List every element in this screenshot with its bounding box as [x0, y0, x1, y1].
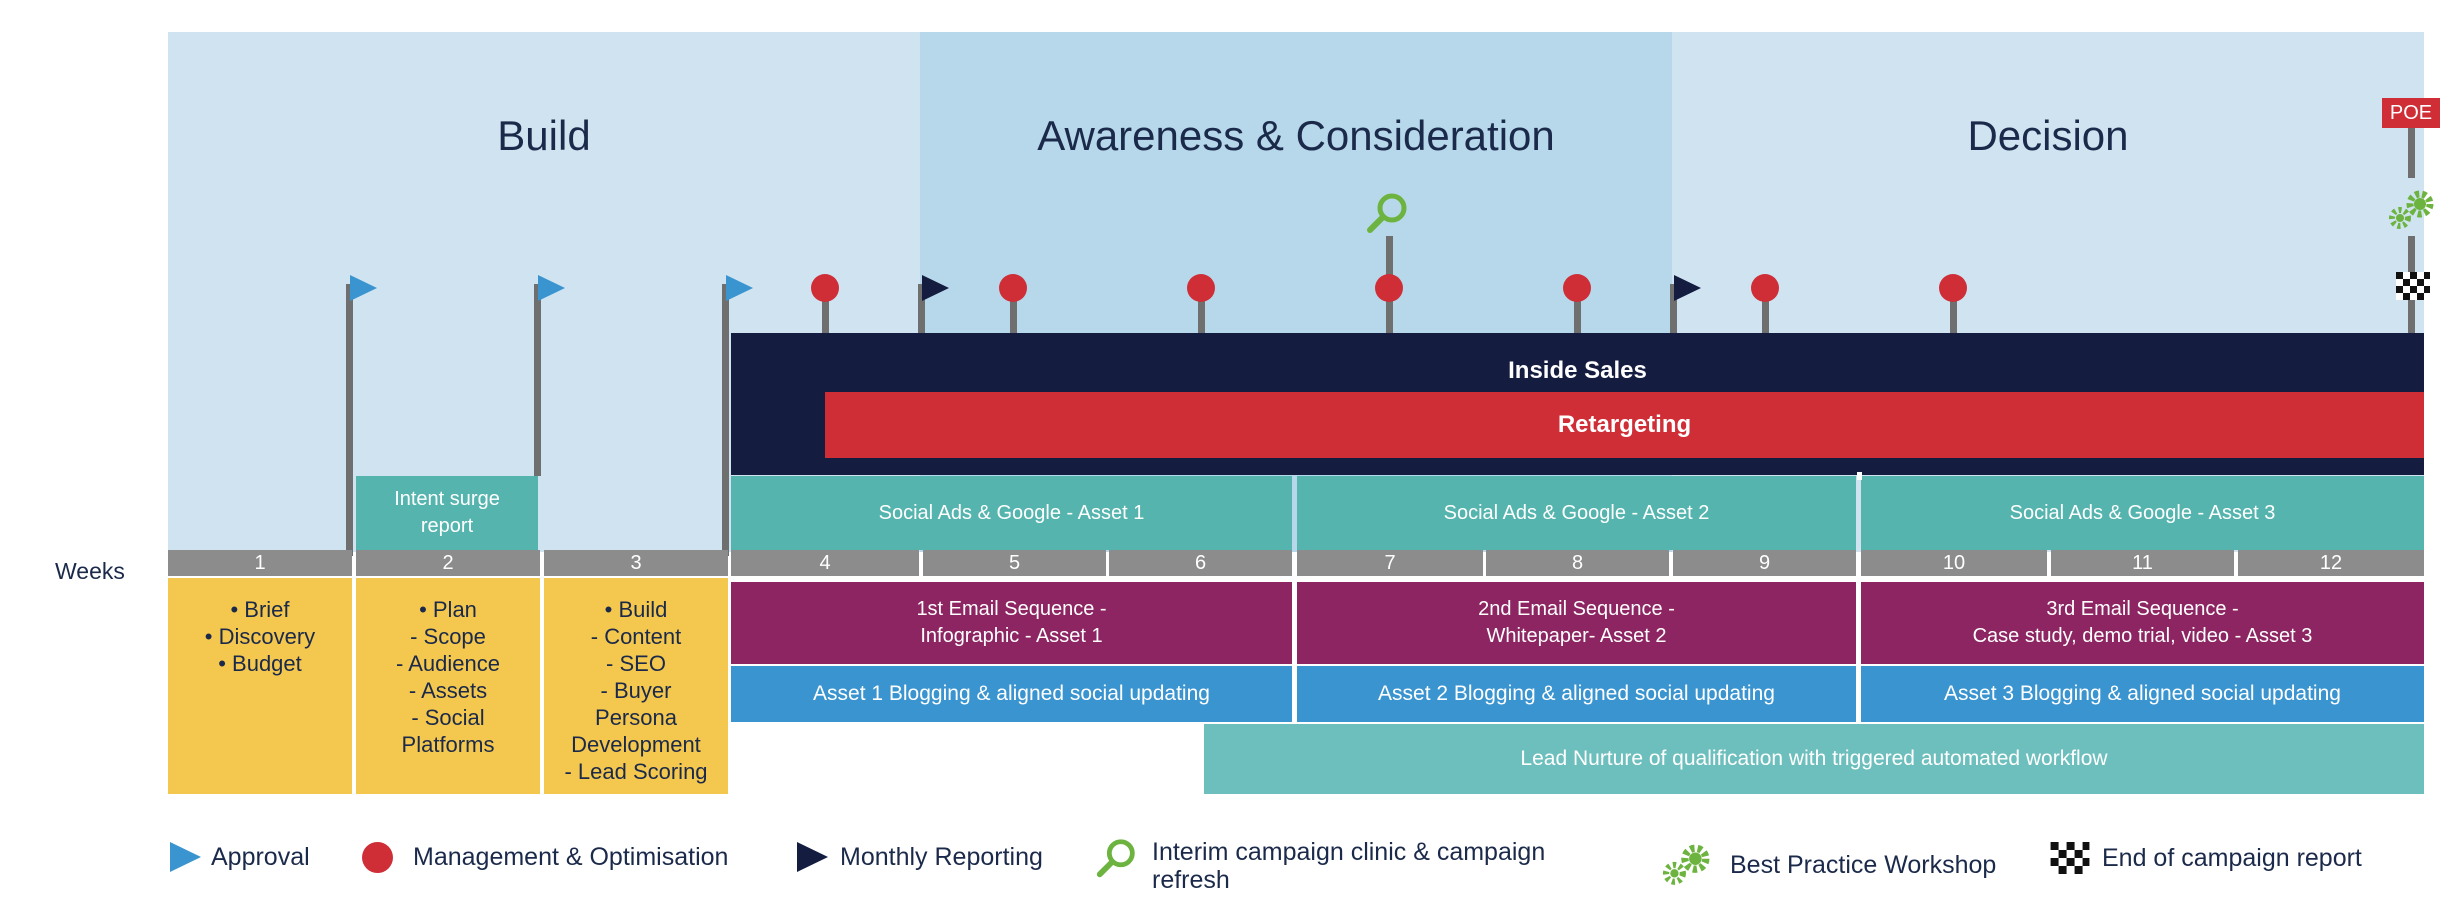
inside-sales-label: Inside Sales	[1508, 357, 1647, 384]
build-task-box: • Brief • Discovery • Budget	[168, 578, 352, 794]
blogging-bar: Asset 1 Blogging & aligned social updati…	[731, 666, 1292, 722]
management-dot-icon	[1751, 274, 1779, 302]
lead-nurture-bar: Lead Nurture of qualification with trigg…	[1204, 724, 2424, 794]
checkered-flag-icon	[2396, 272, 2430, 300]
social-ads-bar: Social Ads & Google - Asset 2	[1297, 476, 1856, 550]
poe-badge: POE	[2382, 98, 2440, 128]
checkered-flag-icon	[2050, 842, 2090, 874]
week-cell: 11	[2051, 550, 2234, 576]
email-sequence-bar: 3rd Email Sequence - Case study, demo tr…	[1861, 582, 2424, 664]
week-cell: 2	[356, 550, 540, 576]
legend-monthly: Monthly Reporting	[797, 842, 1043, 872]
legend-label: Management & Optimisation	[413, 843, 729, 871]
blogging-label: Asset 2 Blogging & aligned social updati…	[1378, 682, 1775, 705]
email-sequence-line: 1st Email Sequence -	[916, 598, 1107, 620]
management-pole	[1762, 290, 1769, 335]
phase-title: Build	[497, 112, 591, 159]
magnifier-icon	[1096, 839, 1135, 878]
social-ads-bar: Social Ads & Google - Asset 1	[731, 476, 1292, 550]
week-cell: 4	[731, 550, 919, 576]
social-ads-label: Social Ads & Google - Asset 2	[1443, 501, 1710, 524]
email-sequence-line: Case study, demo trial, video - Asset 3	[1972, 625, 2313, 647]
legend-approval: Approval	[170, 842, 310, 872]
gears-icon	[2389, 190, 2434, 229]
blogging-bar: Asset 3 Blogging & aligned social updati…	[1861, 666, 2424, 722]
phase-title: Decision	[1967, 112, 2129, 159]
monthly-pole	[918, 284, 925, 335]
phase-title: Awareness & Consideration	[1037, 112, 1555, 159]
management-dot-icon	[999, 274, 1027, 302]
management-dot-icon	[1939, 274, 1967, 302]
management-pole	[1950, 290, 1957, 335]
approval-flag-icon	[170, 842, 201, 872]
monthly-pole	[1670, 284, 1677, 335]
legend-workshop: Best Practice Workshop	[1658, 842, 1996, 888]
week-cell: 12	[2238, 550, 2424, 576]
approval-flag-icon	[726, 275, 753, 301]
approval-flag-icon	[538, 275, 565, 301]
build-task-box: • Build - Content - SEO - Buyer Persona …	[544, 578, 728, 794]
email-sequence-line: Whitepaper- Asset 2	[1486, 625, 1667, 647]
build-task-box: • Plan - Scope - Audience - Assets - Soc…	[356, 578, 540, 794]
email-sequence-line: Infographic - Asset 1	[920, 625, 1103, 647]
legend-end-report: End of campaign report	[2050, 842, 2362, 874]
week-cell: 1	[168, 550, 352, 576]
approval-pole	[346, 284, 353, 556]
social-ads-label: Social Ads & Google - Asset 3	[2009, 501, 2276, 524]
legend-label: Approval	[211, 842, 310, 871]
legend-label: Best Practice Workshop	[1730, 850, 1997, 879]
week-cell: 8	[1486, 550, 1669, 576]
legend-label: Monthly Reporting	[840, 842, 1043, 871]
week-cell: 3	[544, 550, 728, 576]
intent-surge-box: Intent surge report	[356, 476, 538, 550]
management-pole	[822, 290, 829, 335]
management-dot-icon	[1563, 274, 1591, 302]
retargeting-bar: Retargeting	[825, 392, 2424, 458]
management-pole	[1010, 290, 1017, 335]
weeks-label: Weeks	[55, 558, 125, 584]
magnifier-icon	[1367, 193, 1407, 233]
approval-flag-icon	[350, 275, 377, 301]
week-cell: 6	[1109, 550, 1292, 576]
management-dot-icon	[1187, 274, 1215, 302]
week-cell: 7	[1297, 550, 1483, 576]
social-ads-bar: Social Ads & Google - Asset 3	[1861, 476, 2424, 550]
legend-label: End of campaign report	[2102, 843, 2362, 872]
management-pole	[1574, 290, 1581, 335]
approval-pole	[534, 284, 541, 476]
legend-interim: Interim campaign clinic & campaign refre…	[1094, 838, 1612, 894]
approval-pole	[722, 284, 729, 556]
management-dot-icon	[362, 842, 393, 873]
week-cell: 5	[923, 550, 1106, 576]
retargeting-label: Retargeting	[1557, 411, 1692, 438]
monthly-flag-icon	[922, 275, 949, 301]
email-sequence-line: 2nd Email Sequence -	[1478, 598, 1675, 620]
blogging-bar: Asset 2 Blogging & aligned social updati…	[1297, 666, 1856, 722]
monthly-flag-icon	[797, 842, 828, 872]
lead-nurture-label: Lead Nurture of qualification with trigg…	[1520, 747, 2108, 770]
monthly-flag-icon	[1674, 275, 1701, 301]
blogging-label: Asset 3 Blogging & aligned social updati…	[1944, 682, 2341, 705]
management-pole	[1198, 290, 1205, 335]
legend-label: Interim campaign clinic & campaign refre…	[1152, 838, 1546, 894]
social-ads-label: Social Ads & Google - Asset 1	[878, 501, 1145, 524]
management-dot-icon	[811, 274, 839, 302]
poe-label: POE	[2389, 101, 2433, 124]
blogging-label: Asset 1 Blogging & aligned social updati…	[813, 682, 1210, 705]
divider	[1857, 472, 1862, 480]
end-pole	[2408, 118, 2415, 178]
management-dot-icon	[1375, 274, 1403, 302]
week-cell: 10	[1861, 550, 2047, 576]
week-cell: 9	[1673, 550, 1856, 576]
intent-surge-label: Intent surge report	[394, 488, 500, 537]
email-sequence-bar: 1st Email Sequence - Infographic - Asset…	[731, 582, 1292, 664]
email-sequence-bar: 2nd Email Sequence - Whitepaper- Asset 2	[1297, 582, 1856, 664]
legend-management: Management & Optimisation	[362, 842, 728, 873]
gears-icon	[1662, 844, 1710, 885]
email-sequence-line: 3rd Email Sequence -	[2046, 598, 2239, 620]
